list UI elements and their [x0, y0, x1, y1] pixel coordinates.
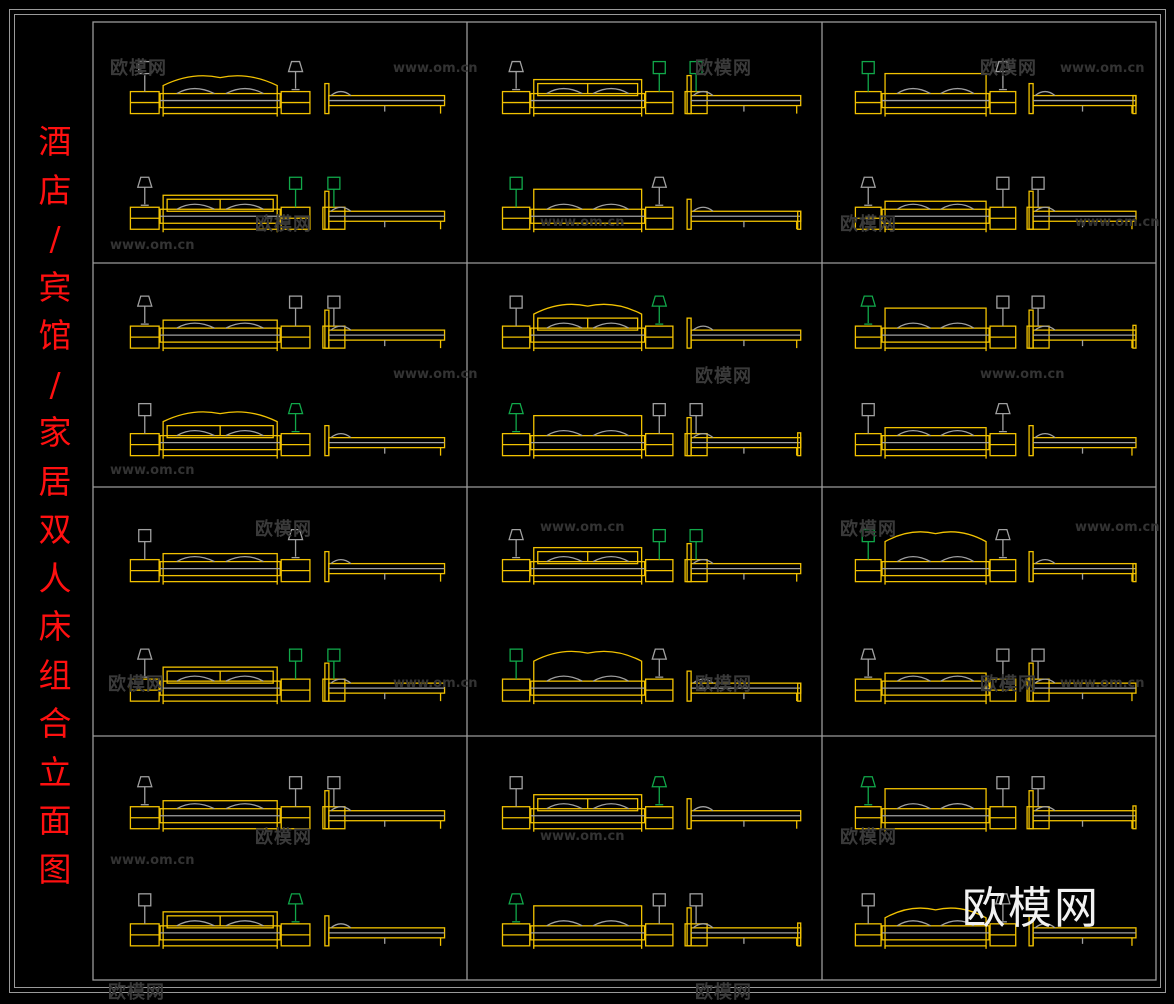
title-char: 立: [38, 752, 72, 792]
title-char: 组: [38, 655, 72, 695]
title-char: 店: [38, 170, 72, 210]
bed-front-elevation: [129, 528, 311, 585]
watermark-brand: 欧模网: [695, 58, 752, 79]
layout-grid: [92, 21, 1157, 981]
bed-side-elevation: [684, 60, 802, 115]
watermark-brand: 欧模网: [110, 58, 167, 79]
bed-side-elevation: [1026, 176, 1137, 230]
watermark-brand: 欧模网: [108, 674, 165, 695]
watermark-url: www.om.cn: [110, 463, 195, 478]
watermark-url: www.om.cn: [980, 367, 1065, 382]
bed-front-elevation: [501, 402, 674, 459]
bed-front-elevation: [854, 528, 1017, 585]
watermark-brand: 欧模网: [980, 674, 1037, 695]
watermark-brand: 欧模网: [255, 214, 312, 235]
bed-front-elevation: [129, 60, 311, 117]
bed-side-elevation: [1028, 424, 1137, 457]
bed-front-elevation: [854, 648, 1017, 705]
watermark-url: www.om.cn: [393, 676, 478, 691]
bed-side-elevation: [686, 198, 802, 230]
bed-front-elevation: [129, 176, 311, 233]
title-char: 宾: [38, 267, 72, 307]
watermark-brand: 欧模网: [840, 214, 897, 235]
bed-side-elevation: [1028, 915, 1137, 947]
bed-front-elevation: [501, 776, 674, 832]
outer-frame: [9, 9, 1166, 993]
watermark-url: www.om.cn: [110, 853, 195, 868]
watermark-url: www.om.cn: [110, 238, 195, 253]
bed-front-elevation: [854, 295, 1017, 352]
watermark-brand: 欧模网: [255, 827, 312, 848]
bed-front-elevation: [501, 295, 674, 352]
bed-front-elevation: [501, 176, 674, 233]
title-char: 居: [38, 461, 72, 501]
bed-front-elevation: [501, 528, 674, 585]
watermark-url: www.om.cn: [1060, 676, 1145, 691]
title-char: /: [49, 364, 61, 404]
bed-side-elevation: [686, 670, 802, 702]
bed-side-elevation: [324, 424, 446, 457]
watermark-brand: 欧模网: [695, 366, 752, 387]
watermark-url: www.om.cn: [540, 215, 625, 230]
title-char: 人: [38, 558, 72, 598]
watermark-brand: 欧模网: [108, 982, 165, 1003]
title-char: 合: [38, 704, 72, 743]
watermark-brand: 欧模网: [695, 674, 752, 695]
title-char: 馆: [38, 316, 72, 355]
bed-side-elevation: [1028, 550, 1137, 583]
bed-side-elevation: [324, 550, 446, 583]
bed-side-elevation: [686, 317, 802, 349]
bed-side-elevation: [322, 295, 446, 349]
bed-side-elevation: [686, 798, 802, 830]
vertical-title: 酒店 / 宾馆 / 家居双人床组合立面图: [30, 118, 80, 894]
title-char: 床: [38, 607, 72, 646]
bed-front-elevation: [129, 402, 311, 459]
watermark-url: www.om.cn: [1075, 520, 1160, 535]
title-char: 酒: [38, 122, 72, 161]
bed-side-elevation: [684, 528, 802, 583]
bed-side-elevation: [1026, 776, 1137, 830]
title-char: 家: [38, 413, 72, 452]
title-char: /: [49, 219, 61, 258]
bed-side-elevation: [684, 402, 802, 457]
bed-front-elevation: [501, 60, 674, 117]
bed-front-elevation: [129, 776, 311, 832]
bed-side-elevation: [1028, 82, 1137, 115]
title-char: 图: [38, 849, 72, 889]
bed-front-elevation: [129, 648, 311, 705]
watermark-brand: 欧模网: [695, 982, 752, 1003]
bed-side-elevation: [324, 915, 446, 947]
bed-side-elevation: [684, 893, 802, 947]
watermark-url: www.om.cn: [1075, 215, 1160, 230]
watermark-brand: 欧模网: [840, 827, 897, 848]
watermark-url: www.om.cn: [540, 520, 625, 535]
watermark-brand: 欧模网: [840, 519, 897, 540]
watermark-url: www.om.cn: [1060, 61, 1145, 76]
bed-front-elevation: [501, 648, 674, 705]
watermark-url: www.om.cn: [393, 367, 478, 382]
bed-front-elevation: [854, 60, 1017, 117]
bed-front-elevation: [854, 176, 1017, 233]
title-char: 双: [38, 510, 72, 549]
bed-front-elevation: [854, 893, 1017, 949]
bed-front-elevation: [501, 893, 674, 949]
bed-front-elevation: [129, 893, 311, 949]
watermark-url: www.om.cn: [540, 829, 625, 844]
bed-front-elevation: [854, 776, 1017, 832]
inner-frame: [14, 14, 1161, 988]
bed-side-elevation: [1026, 295, 1137, 349]
bed-side-elevation: [322, 648, 446, 702]
bed-side-elevation: [322, 776, 446, 830]
watermark-brand: 欧模网: [255, 519, 312, 540]
watermark-url: www.om.cn: [393, 61, 478, 76]
brand-logo: 欧模网: [962, 883, 1100, 934]
bed-side-elevation: [324, 82, 446, 115]
bed-side-elevation: [322, 176, 446, 230]
watermark-brand: 欧模网: [980, 58, 1037, 79]
title-char: 面: [38, 801, 72, 840]
bed-front-elevation: [129, 295, 311, 352]
bed-front-elevation: [854, 402, 1017, 459]
bed-side-elevation: [1026, 648, 1137, 702]
